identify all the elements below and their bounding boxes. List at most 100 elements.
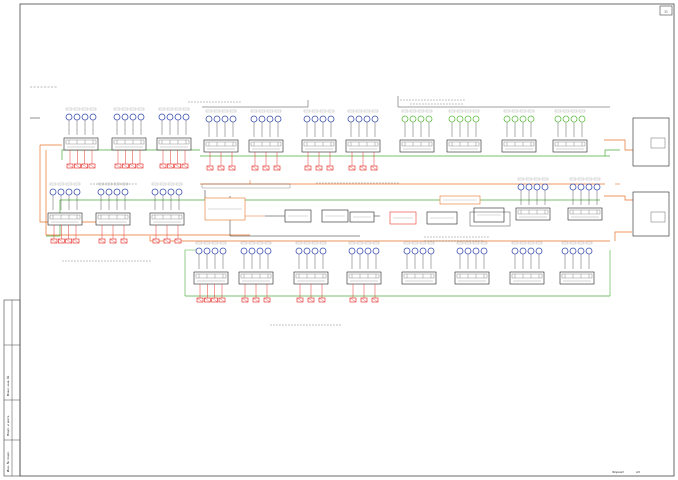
controller-layer: [47, 117, 670, 285]
green-circle-sensor-icon: [417, 109, 425, 137]
controller-module: [559, 271, 595, 285]
blue-circle-sensor-icon: [159, 182, 167, 210]
controller-module: [156, 137, 192, 151]
green-circle-sensor-icon: [456, 109, 464, 137]
red-box-actuator-icon: [217, 152, 225, 171]
red-box-actuator-icon: [348, 152, 356, 171]
red-box-actuator-icon: [72, 225, 80, 244]
blue-circle-sensor-icon: [256, 241, 264, 269]
controller-module: [509, 271, 545, 285]
blue-circle-sensor-icon: [73, 107, 81, 135]
blue-circle-sensor-icon: [371, 109, 379, 137]
blue-circle-sensor-icon: [205, 109, 213, 137]
red-box-actuator-icon: [196, 284, 204, 303]
red-box-actuator-icon: [109, 225, 117, 244]
blue-circle-sensor-icon: [57, 182, 65, 210]
blue-circle-sensor-icon: [229, 109, 237, 137]
connection-line: [397, 96, 610, 108]
red-box-actuator-icon: [57, 225, 65, 244]
blue-circle-sensor-icon: [213, 109, 221, 137]
blue-circle-sensor-icon: [174, 107, 182, 135]
blue-circle-sensor-icon: [427, 241, 435, 269]
red-box-actuator-icon: [241, 284, 249, 303]
blue-circle-sensor-icon: [221, 109, 229, 137]
blue-circle-sensor-icon: [561, 241, 569, 269]
blue-circle-sensor-icon: [248, 241, 256, 269]
blue-circle-sensor-icon: [569, 241, 577, 269]
blue-circle-sensor-icon: [73, 182, 81, 210]
red-box-actuator-icon: [360, 284, 368, 303]
blue-circle-sensor-icon: [81, 107, 89, 135]
green-circle-sensor-icon: [409, 109, 417, 137]
controller-module: [95, 212, 131, 226]
blue-circle-sensor-icon: [541, 177, 549, 205]
red-box-actuator-icon: [81, 150, 89, 169]
bus-label-box: [201, 183, 291, 189]
red-box-actuator-icon: [307, 284, 315, 303]
equipment-box: [469, 211, 511, 227]
red-box-actuator-icon: [50, 225, 58, 244]
red-box-actuator-icon: [263, 284, 271, 303]
controller-module: [454, 271, 490, 285]
blue-circle-sensor-icon: [319, 241, 327, 269]
green-circle-sensor-icon: [570, 109, 578, 137]
red-box-actuator-icon: [120, 225, 128, 244]
controller-module: [238, 271, 274, 285]
red-box-actuator-icon: [66, 150, 74, 169]
side-label-replace: Взам. инв. №: [6, 376, 10, 396]
blue-circle-sensor-icon: [411, 241, 419, 269]
controller-module: [446, 139, 482, 153]
red-box-actuator-icon: [251, 152, 259, 171]
red-box-actuator-icon: [121, 150, 129, 169]
blue-circle-sensor-icon: [219, 241, 227, 269]
red-box-actuator-icon: [252, 284, 260, 303]
controller-module: [567, 207, 603, 221]
blue-circle-sensor-icon: [585, 177, 593, 205]
blue-circle-sensor-icon: [274, 109, 282, 137]
page-number-box: 11: [659, 5, 673, 16]
connection-line: [61, 149, 200, 160]
blue-circle-sensor-icon: [464, 241, 472, 269]
blue-circle-sensor-icon: [195, 241, 203, 269]
side-label-sign: Подп. и дата: [6, 415, 10, 436]
red-box-actuator-icon: [174, 225, 182, 244]
blue-circle-sensor-icon: [363, 109, 371, 137]
blue-circle-sensor-icon: [472, 241, 480, 269]
red-box-actuator-icon: [163, 225, 171, 244]
blue-circle-sensor-icon: [480, 241, 488, 269]
red-box-actuator-icon: [206, 152, 214, 171]
green-circle-sensor-icon: [554, 109, 562, 137]
blue-circle-sensor-icon: [166, 107, 174, 135]
blue-circle-sensor-icon: [593, 177, 601, 205]
blue-circle-sensor-icon: [129, 107, 137, 135]
controller-module: [401, 271, 437, 285]
format-value: А3: [636, 470, 640, 474]
blue-circle-sensor-icon: [533, 177, 541, 205]
blue-circle-sensor-icon: [577, 177, 585, 205]
controller-module: [345, 139, 381, 153]
blue-circle-sensor-icon: [137, 107, 145, 135]
controller-module: [301, 139, 337, 153]
red-box-actuator-icon: [218, 284, 226, 303]
controller-module: [399, 139, 435, 153]
blue-circle-sensor-icon: [211, 241, 219, 269]
connection-line: [184, 249, 200, 296]
red-box-actuator-icon: [273, 152, 281, 171]
red-box-actuator-icon: [129, 150, 137, 169]
green-circle-sensor-icon: [511, 109, 519, 137]
connection-line: [149, 236, 610, 242]
controller-module: [248, 139, 284, 153]
red-box-actuator-icon: [371, 284, 379, 303]
page-number: 11: [664, 10, 668, 14]
blue-circle-sensor-icon: [113, 107, 121, 135]
red-box-actuator-icon: [159, 150, 167, 169]
green-circle-sensor-icon: [472, 109, 480, 137]
red-box-actuator-icon: [73, 150, 81, 169]
red-box-actuator-icon: [181, 150, 189, 169]
connection-line: [614, 231, 632, 241]
red-box-actuator-icon: [88, 150, 96, 169]
green-circle-sensor-icon: [519, 109, 527, 137]
red-box-actuator-icon: [359, 152, 367, 171]
blue-circle-sensor-icon: [65, 182, 73, 210]
red-box-actuator-icon: [166, 150, 174, 169]
